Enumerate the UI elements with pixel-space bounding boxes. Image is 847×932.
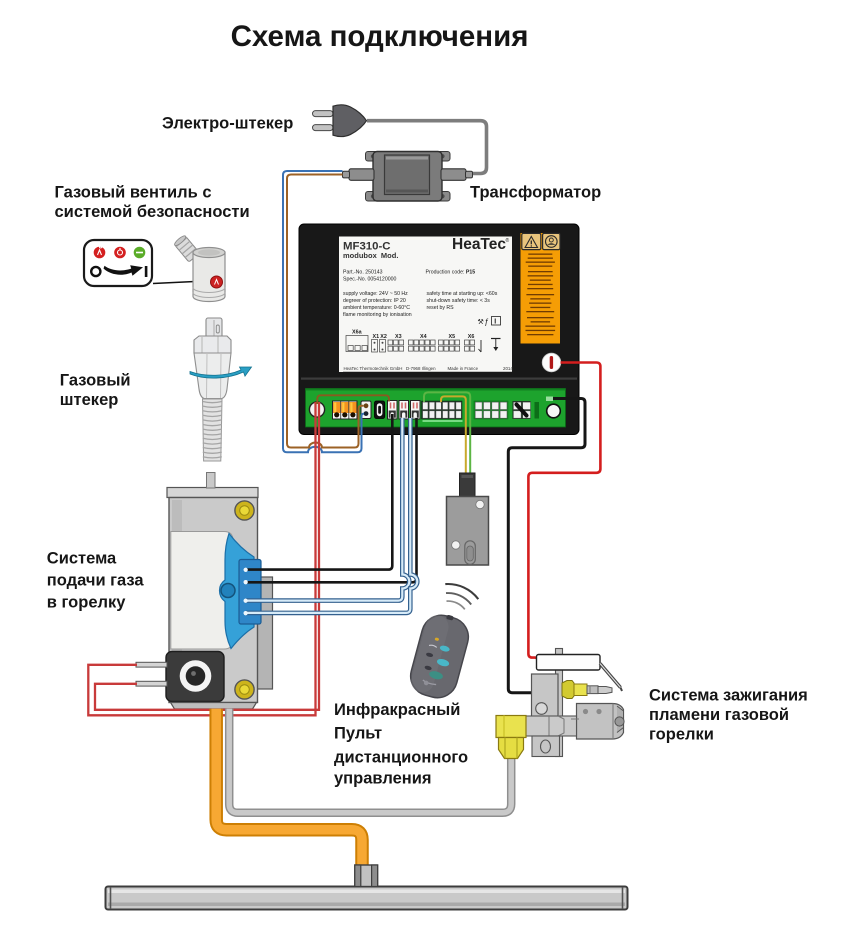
svg-text:дистанционного: дистанционного (334, 748, 468, 766)
svg-text:X6: X6 (468, 334, 475, 340)
svg-text:пламени газовой: пламени газовой (649, 706, 789, 724)
svg-text:ƒ: ƒ (485, 318, 489, 327)
svg-text:управления: управления (334, 770, 432, 788)
svg-text:modubox Mod.: modubox Mod. (343, 251, 398, 260)
svg-text:горелки: горелки (649, 726, 714, 744)
svg-text:supply voltage: 24V ~ 50 Hz: supply voltage: 24V ~ 50 Hz (343, 291, 408, 297)
svg-text:degreer of protection: IP 20: degreer of protection: IP 20 (343, 298, 406, 304)
svg-text:в горелку: в горелку (47, 594, 126, 612)
svg-text:подачи газа: подачи газа (47, 572, 145, 590)
svg-text:MF310-C: MF310-C (343, 241, 390, 253)
svg-text:HeaTec Thermotechnik GmbH: HeaTec Thermotechnik GmbH (344, 366, 403, 371)
svg-text:reset by RS: reset by RS (427, 305, 455, 311)
svg-text:Газовый: Газовый (60, 372, 131, 390)
svg-text:X3: X3 (395, 334, 402, 340)
svg-text:X2: X2 (380, 334, 387, 340)
svg-text:X5: X5 (449, 334, 456, 340)
svg-text:Система: Система (47, 550, 117, 568)
svg-text:flame monitoring by ionisation: flame monitoring by ionisation (343, 312, 412, 318)
svg-text:Инфракрасный: Инфракрасный (334, 701, 460, 719)
svg-text:Spec.-No. 0054120000: Spec.-No. 0054120000 (343, 277, 396, 283)
svg-text:Made in France: Made in France (448, 366, 479, 371)
svg-text:D-7968 Illingen: D-7968 Illingen (406, 366, 436, 371)
svg-text:X4: X4 (420, 334, 427, 340)
svg-text:X1: X1 (373, 334, 380, 340)
svg-text:Система зажигания: Система зажигания (649, 687, 808, 705)
svg-text:X6a: X6a (352, 330, 363, 336)
svg-text:Пульт: Пульт (334, 725, 382, 743)
svg-text:safety time at starting up: <6: safety time at starting up: <60s (427, 291, 498, 297)
svg-text:Трансформатор: Трансформатор (470, 184, 601, 202)
svg-text:штекер: штекер (60, 391, 119, 409)
svg-text:®: ® (506, 237, 510, 244)
svg-text:ambient temperature: 0-60°C: ambient temperature: 0-60°C (343, 305, 410, 311)
svg-text:shut-down safety time: < 3s: shut-down safety time: < 3s (427, 298, 491, 304)
svg-text:HeaTec: HeaTec (452, 236, 506, 253)
svg-text:Production code: P15: Production code: P15 (426, 270, 476, 276)
svg-text:Схема подключения: Схема подключения (231, 20, 529, 53)
svg-text:Электро-штекер: Электро-штекер (162, 115, 293, 133)
svg-text:⚒: ⚒ (478, 318, 484, 326)
svg-text:2014: 2014 (503, 366, 513, 371)
svg-text:системой безопасности: системой безопасности (55, 203, 250, 221)
svg-text:Part.-No. 250143: Part.-No. 250143 (343, 270, 383, 276)
svg-text:Газовый вентиль с: Газовый вентиль с (55, 184, 212, 202)
svg-text:I: I (494, 319, 496, 326)
